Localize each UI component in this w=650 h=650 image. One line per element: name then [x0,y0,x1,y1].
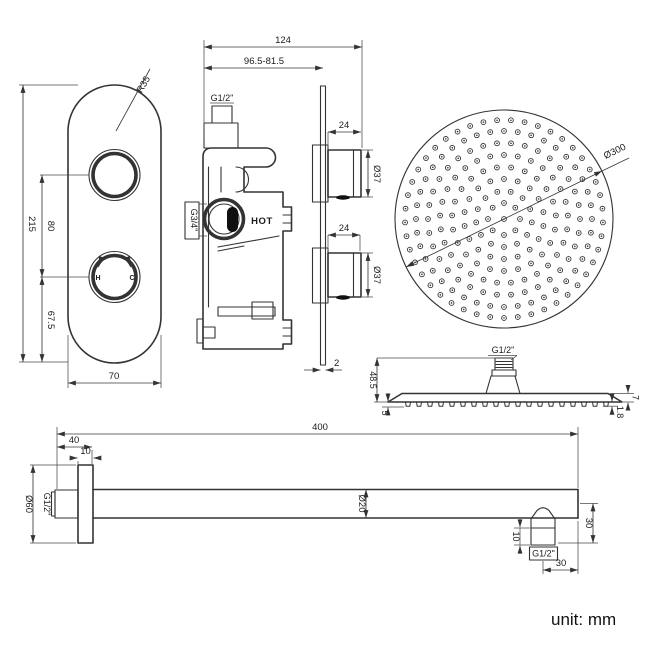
dim-depth-total: 124 [275,35,291,46]
outlet-shoulder [203,122,239,149]
dim-knob-bottom-offset: 67.5 [45,311,56,330]
lower-block [251,301,274,320]
dim-head-edge: 5 [380,410,390,415]
shower-head-top-view: Ø300 [394,109,630,329]
left-stub [196,318,204,344]
wall-flange [77,464,94,544]
head-profile [387,392,623,403]
inlet-thread-label-box [184,201,200,240]
top-knob-outer [88,148,141,202]
valve-body-outline [202,147,293,350]
dim-radius: R35 [135,74,153,95]
dim-knob-bottom-width: 24 [339,223,350,234]
unit-label: unit: mm [551,610,616,629]
head-swivel-nut [491,369,517,377]
inlet-port-inner [208,203,240,235]
bottom-handle-lever [336,295,350,300]
trim-plate-outline [67,84,162,364]
dim-head-height: 48.5 [368,371,378,389]
dim-wall-thread: G1/2" [42,493,52,516]
dim-wall-offset: 40 [69,435,80,446]
dim-nozzle-height: 1.8 [615,406,625,419]
dim-outlet-thread: G1/2" [211,93,234,103]
hot-label: HOT [251,216,273,227]
bottom-knob-ring [91,253,138,301]
dim-drop-offset: 30 [556,558,567,569]
dim-flange-depth: 10 [80,446,91,457]
dim-knob-top-width: 24 [339,120,350,131]
dim-height: 215 [26,216,37,232]
dim-drop-thread-len: 10 [511,531,521,541]
hot-mark: H [95,275,100,282]
cold-mark: C [129,275,134,282]
dim-tube-dia: Ø20 [356,495,367,513]
bottom-handle-cylinder [327,252,362,298]
dim-knob-bottom-dia: Ø37 [371,266,382,284]
dim-inlet-thread: G3/4" [189,209,199,232]
cold-direction-arrow-icon [121,255,132,268]
dim-drop-height: 30 [583,518,594,529]
dim-flange-dia: Ø60 [23,495,34,513]
valve-front-view: H C R35 215 80 67.5 70 [19,68,162,388]
elbow-bulge [235,166,250,193]
wall-plate [319,85,327,366]
top-knob-ring [91,151,138,199]
valve-side-view: G3/4" HOT G1/2" 124 96.5-81.5 24 [184,35,382,373]
dim-plate-thickness: 2 [334,358,339,369]
top-handle-cylinder [327,149,362,198]
radius-leader [115,68,151,132]
shower-arm-view: G1/2" 400 40 10 Ø60 G1/2" Ø20 10 [23,422,598,574]
inlet-port-hole [227,207,238,232]
shower-head-side-view: G1/2" 48.5 5 1.8 7 [368,345,641,418]
lower-pipe [217,306,276,317]
nozzle-pattern [402,117,606,321]
inlet-port-ring [202,197,246,241]
drop-thread-label-box [528,546,559,561]
dim-depth-range: 96.5-81.5 [244,56,284,67]
wall-thread [54,489,79,519]
outlet-stub [211,105,233,124]
dim-knob-top-dia: Ø37 [371,165,382,183]
hot-direction-arrow-icon [97,255,108,268]
dim-width: 70 [109,371,120,382]
diameter-line [601,157,630,172]
drop-elbow [530,507,556,529]
dim-knob-spacing: 80 [45,221,56,232]
head-connector-cone [485,375,521,395]
dim-head-diameter: Ø300 [602,142,628,162]
dim-head-thread: G1/2" [492,345,515,355]
drop-thread [530,527,556,546]
dim-arm-length: 400 [312,422,328,433]
head-face-outline [394,109,614,329]
dim-drop-thread: G1/2" [532,549,555,559]
top-handle-lever [336,195,350,200]
dim-head-rim: 7 [631,395,641,400]
